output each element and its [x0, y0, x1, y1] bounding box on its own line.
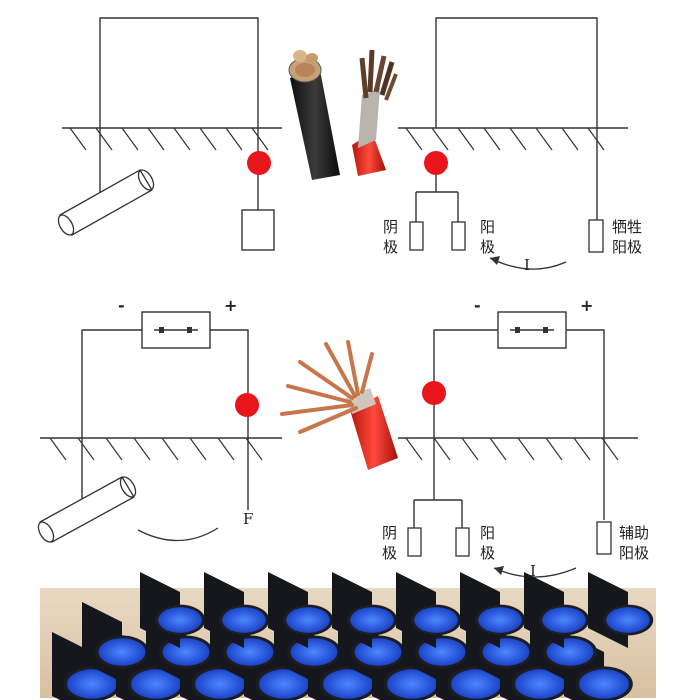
circuit-wire — [435, 17, 598, 220]
pipe-lining — [451, 669, 501, 699]
sacrificial-anode-box — [588, 219, 604, 253]
label-cathode: 阴极 — [382, 524, 397, 562]
electrode-box-left — [407, 527, 422, 557]
plus-sign: + — [580, 296, 593, 315]
anode-box — [241, 209, 275, 251]
pipe-lining — [579, 669, 629, 699]
current-label: I — [530, 562, 536, 580]
pipe-lining — [323, 669, 373, 699]
ground-hatching — [49, 437, 263, 461]
pipe-lining — [131, 669, 181, 699]
pipe-lining — [195, 669, 245, 699]
pipe-lining — [259, 669, 309, 699]
circuit-wire — [99, 17, 259, 210]
current-label: I — [524, 256, 530, 274]
panel-top-right: 阴极 阳极 牺牲阳极 I — [383, 17, 642, 274]
current-arrow — [137, 527, 219, 542]
pipe-lining — [158, 607, 202, 633]
current-arrowhead — [494, 566, 504, 575]
auxiliary-anode-box — [596, 521, 612, 555]
pipe-lining — [350, 607, 394, 633]
pipe-lining — [67, 669, 117, 699]
pipe-lining — [286, 607, 330, 633]
branch-wire — [413, 499, 463, 528]
minus-sign: - — [474, 296, 481, 315]
label-cathode: 阴极 — [383, 218, 398, 256]
pipe-lining — [542, 607, 586, 633]
plus-sign: + — [224, 296, 237, 315]
pipe-lining — [98, 638, 146, 666]
branch-wire — [415, 175, 459, 222]
circuit-wire — [433, 329, 605, 520]
ground-hatching — [405, 437, 619, 461]
cable-photo — [288, 49, 398, 180]
label-sacrificial: 牺牲阳极 — [612, 218, 642, 256]
pipe-lining — [387, 669, 437, 699]
connection-point — [247, 151, 271, 175]
ground-hatching — [69, 127, 269, 151]
connection-point — [235, 393, 259, 417]
label-cathode-2: 阳极 — [480, 218, 495, 256]
minus-sign: - — [118, 296, 125, 315]
pipe-lining — [606, 607, 650, 633]
pipe-lining — [414, 607, 458, 633]
pipe-lining — [515, 669, 565, 699]
panel-bottom-left: - + F — [37, 296, 282, 543]
buried-pipe — [57, 169, 155, 236]
panel-bottom-right: - + 阴极 阳极 辅助阳极 I — [382, 296, 649, 580]
copper-wire-photo — [280, 340, 398, 470]
current-arrowhead — [490, 256, 500, 265]
pipe-lining — [222, 607, 266, 633]
black-cable — [288, 50, 340, 180]
ground-hatching — [405, 127, 605, 151]
electrode-box-left — [409, 221, 424, 251]
electrode-box-right — [455, 527, 470, 557]
red-cable — [352, 49, 398, 176]
circuit-wire — [81, 329, 249, 510]
pipe-stack-photo — [40, 572, 656, 700]
connection-point — [422, 381, 446, 405]
pipe-lining — [478, 607, 522, 633]
label-auxiliary: 辅助阳极 — [619, 524, 649, 562]
anode-mark: F — [243, 510, 253, 528]
buried-pipe — [37, 476, 137, 543]
panel-top-left — [57, 17, 282, 251]
label-cathode-2: 阳极 — [480, 524, 495, 562]
electrode-box-right — [451, 221, 466, 251]
connection-point — [424, 151, 448, 175]
